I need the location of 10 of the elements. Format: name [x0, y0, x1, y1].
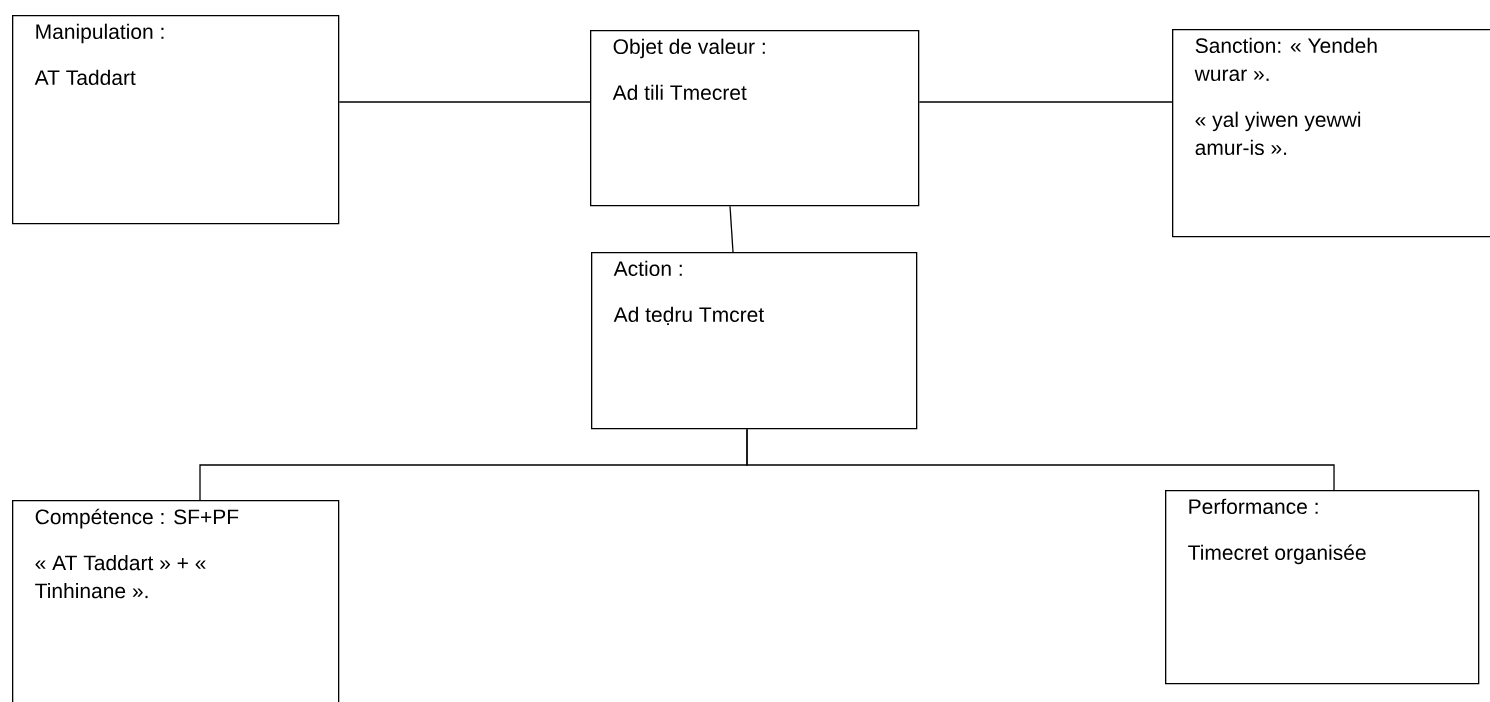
text-box: Action : Ad teḍru Tmcret — [591, 252, 918, 430]
connector-line — [746, 428, 1335, 491]
text-box: Sanction: « Yendeh wurar ». « yal yiwen yewwi amur-is ». — [1172, 29, 1490, 238]
text-box: Performance : Timecret organisée — [1165, 490, 1480, 685]
text-box: Compétence : SF+PF « AT Taddart » + « Tinhinane ». — [12, 500, 340, 702]
connector-line — [338, 101, 591, 103]
text-box: Objet de valeur : Ad tili Tmecret — [590, 30, 920, 207]
connector-line — [918, 101, 1173, 103]
connector-line — [729, 205, 734, 253]
text-box: Manipulation : AT Taddart — [12, 15, 340, 225]
